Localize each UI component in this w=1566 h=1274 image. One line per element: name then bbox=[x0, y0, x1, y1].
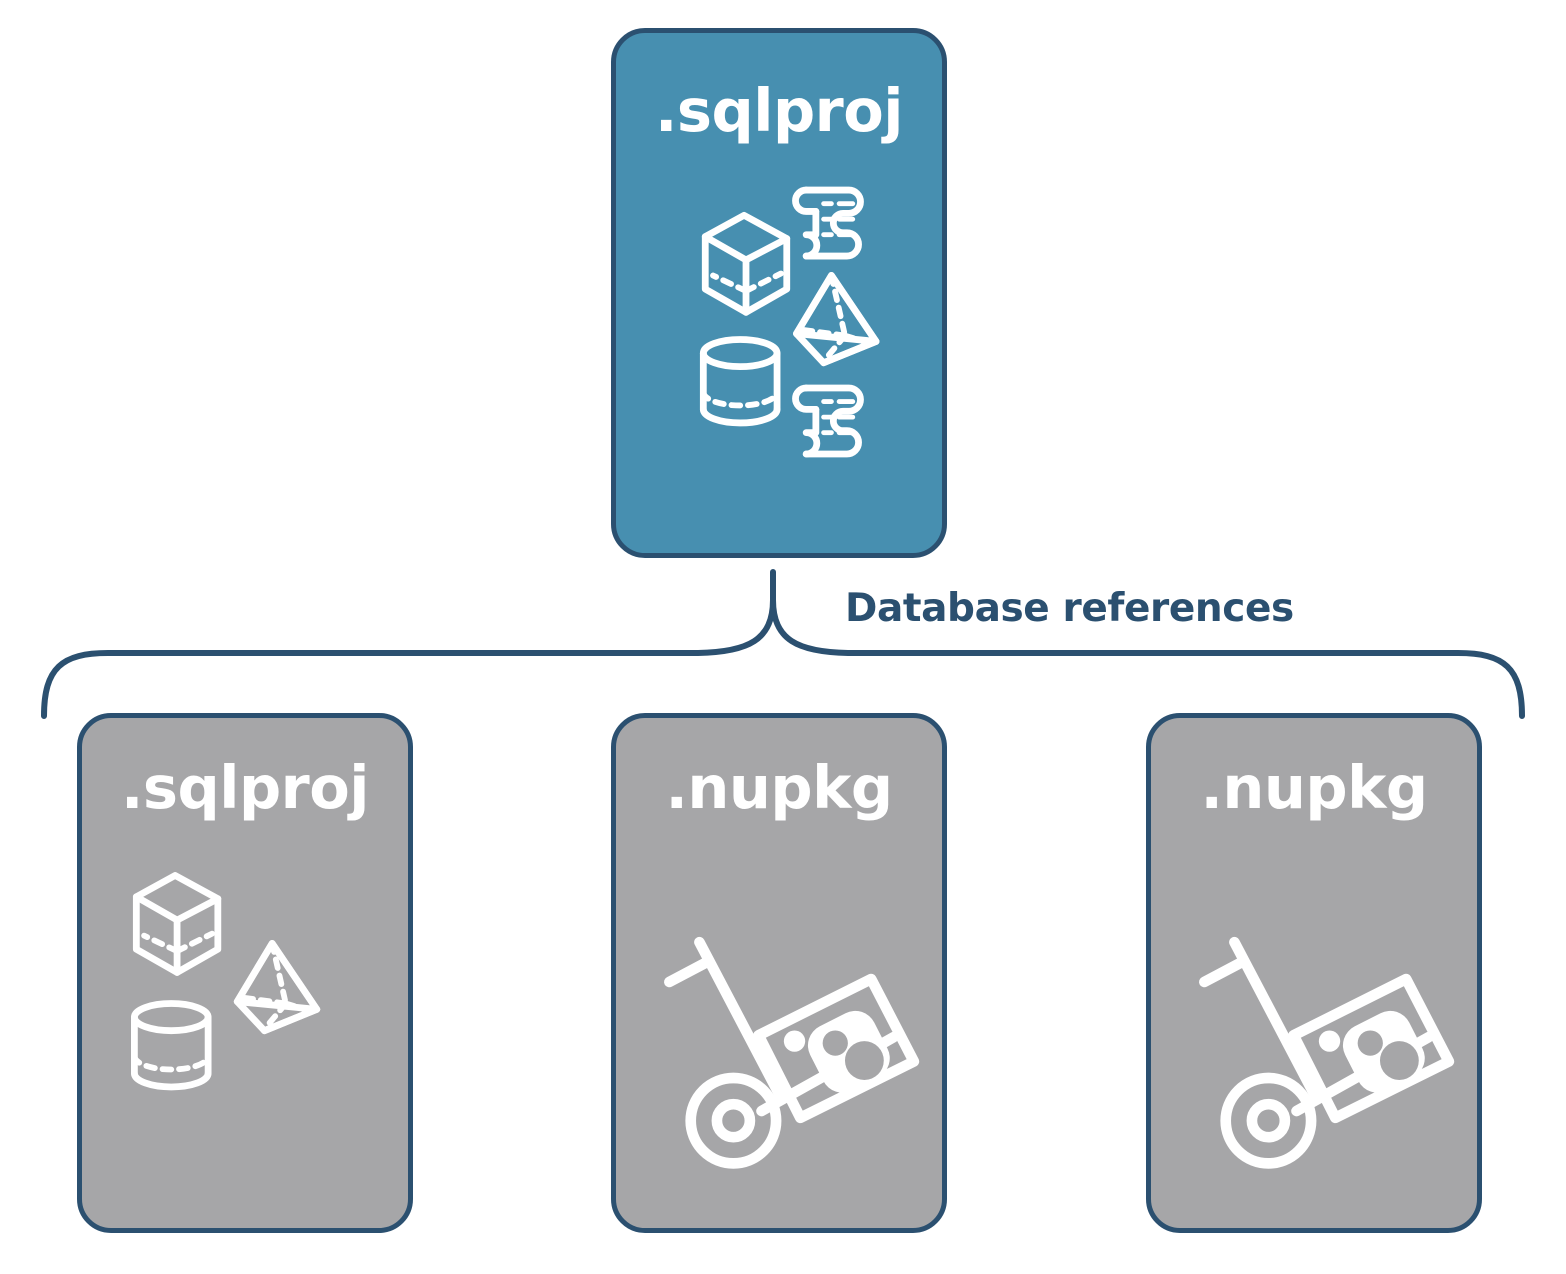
cube-icon bbox=[701, 211, 791, 316]
package-logo-cutouts bbox=[822, 1030, 884, 1080]
node-sqlproj-ref[interactable]: .sqlproj bbox=[77, 713, 413, 1233]
pyramid-icon bbox=[793, 272, 880, 367]
package-box-icon bbox=[1288, 973, 1455, 1124]
node-sqlproj-main[interactable]: .sqlproj bbox=[611, 28, 947, 558]
node-sqlproj-ref-label: .sqlproj bbox=[120, 753, 370, 822]
cylinder-icon bbox=[130, 1000, 212, 1091]
package-dot-icon bbox=[1318, 1030, 1341, 1052]
package-box-icon bbox=[753, 973, 920, 1124]
cylinder-icon bbox=[699, 336, 781, 427]
node-nupkg-2[interactable]: .nupkg bbox=[1146, 713, 1482, 1233]
node-nupkg-1-label: .nupkg bbox=[665, 753, 893, 822]
node-nupkg-2-artwork bbox=[1151, 848, 1477, 1178]
brace-connector bbox=[38, 556, 1528, 736]
pyramid-icon bbox=[233, 939, 321, 1035]
node-sqlproj-main-label: .sqlproj bbox=[654, 76, 904, 145]
package-logo-cutouts bbox=[1357, 1030, 1419, 1080]
scroll-icon bbox=[792, 384, 864, 458]
connector-label: Database references bbox=[845, 586, 1294, 631]
node-nupkg-1-artwork bbox=[616, 848, 942, 1178]
node-nupkg-1[interactable]: .nupkg bbox=[611, 713, 947, 1233]
node-sqlproj-main-artwork bbox=[616, 178, 942, 468]
cube-icon bbox=[132, 872, 222, 976]
scroll-icon bbox=[792, 186, 864, 260]
node-sqlproj-ref-artwork bbox=[82, 858, 408, 1118]
package-dot-icon bbox=[783, 1030, 806, 1052]
node-nupkg-2-label: .nupkg bbox=[1200, 753, 1428, 822]
